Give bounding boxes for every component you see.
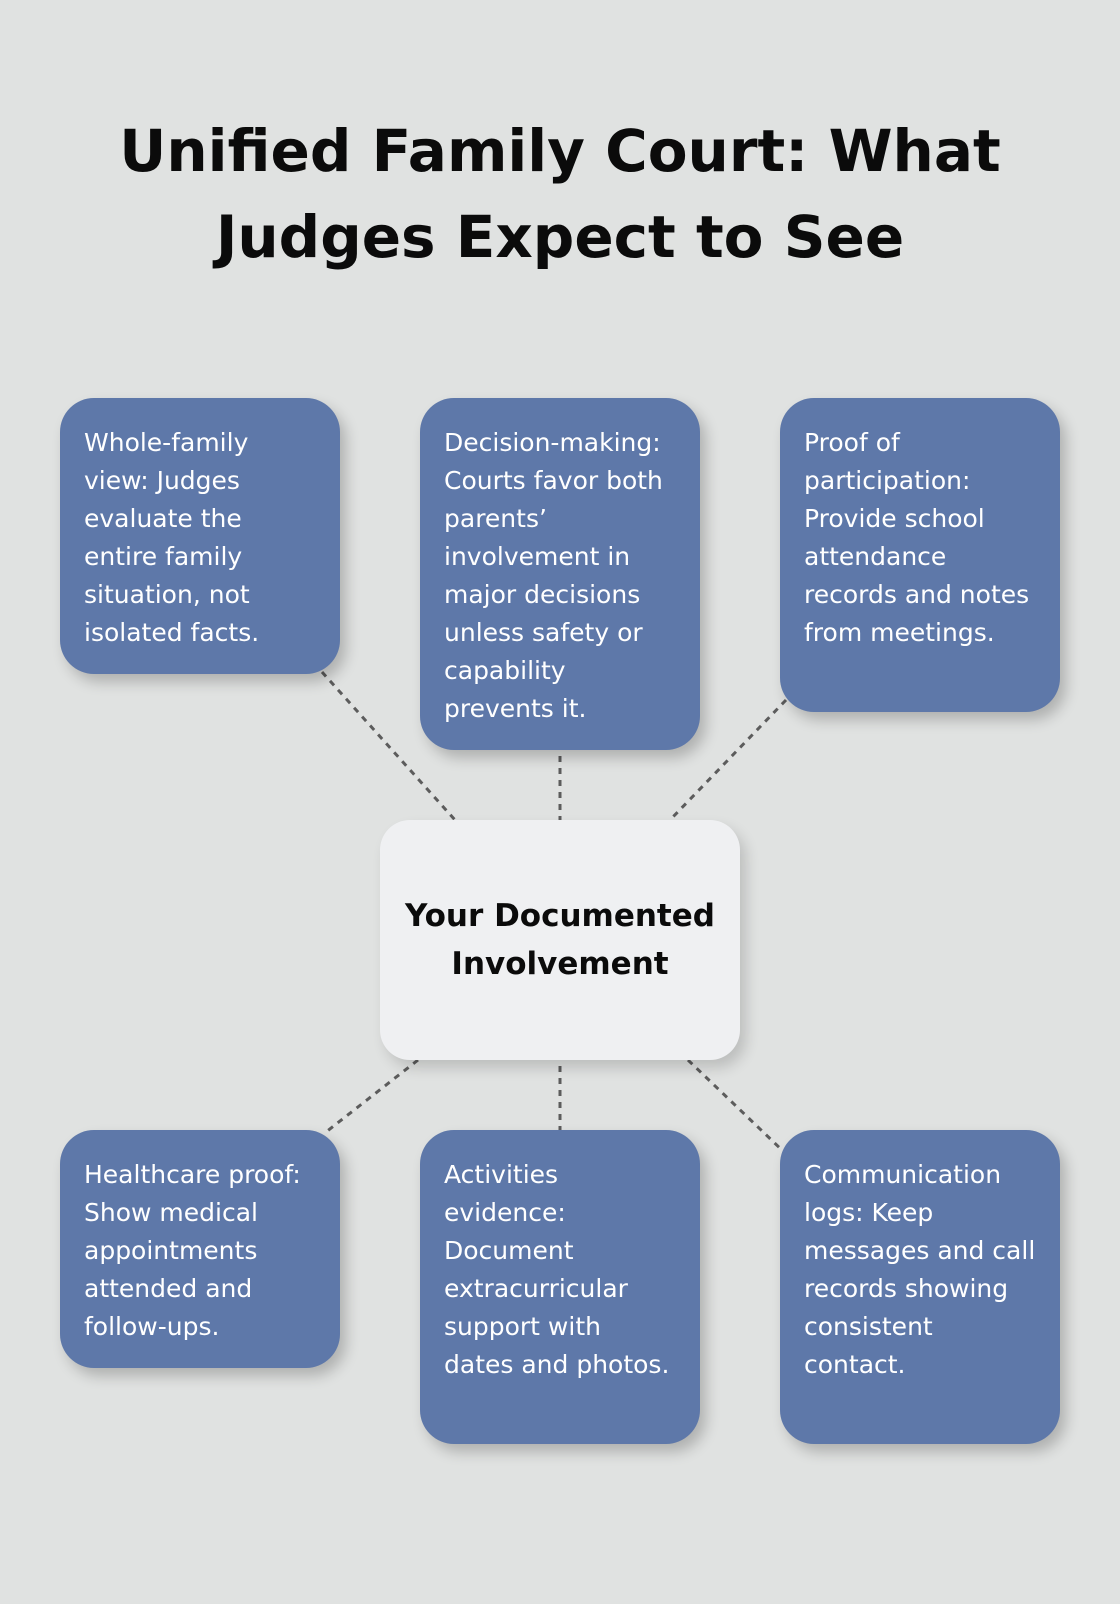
card-text: Communication logs: Keep messages and ca… <box>804 1160 1036 1379</box>
card-text: Proof of participation: Provide school a… <box>804 428 1030 647</box>
card-activities-evidence: Activities evidence: Document extracurri… <box>420 1130 700 1444</box>
center-label: Your Documented Involvement <box>405 898 715 982</box>
center-node: Your Documented Involvement <box>380 820 740 1060</box>
card-proof-of-participation: Proof of participation: Provide school a… <box>780 398 1060 712</box>
connector-bottom-right <box>686 1058 786 1154</box>
card-text: Whole-family view: Judges evaluate the e… <box>84 428 260 647</box>
card-healthcare-proof: Healthcare proof: Show medical appointme… <box>60 1130 340 1368</box>
card-text: Decision-making: Courts favor both paren… <box>444 428 663 723</box>
card-whole-family-view: Whole-family view: Judges evaluate the e… <box>60 398 340 674</box>
card-decision-making: Decision-making: Courts favor both paren… <box>420 398 700 750</box>
diagram-title: Unified Family Court: What Judges Expect… <box>119 117 1001 271</box>
card-text: Activities evidence: Document extracurri… <box>444 1160 670 1379</box>
connector-bottom-left <box>325 1058 419 1134</box>
card-communication-logs: Communication logs: Keep messages and ca… <box>780 1130 1060 1444</box>
card-text: Healthcare proof: Show medical appointme… <box>84 1160 301 1341</box>
